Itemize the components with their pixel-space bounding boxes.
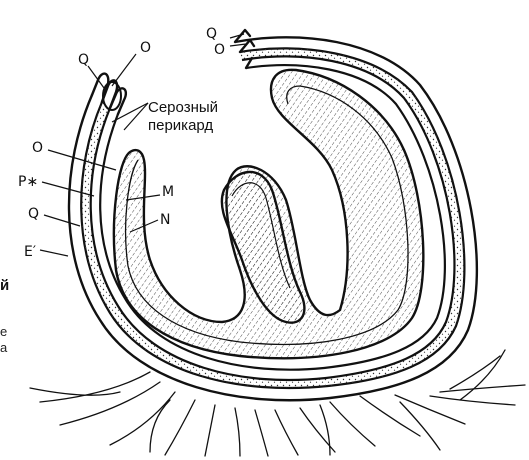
label-o-top-left: O: [140, 40, 151, 56]
cut-off-text-line2: а: [0, 340, 8, 355]
label-o-left: O: [32, 140, 43, 156]
label-serous-pericardium-line1: Серозный: [148, 99, 218, 116]
fibrous-base-strands: [30, 350, 525, 456]
label-q-top-left: Q: [78, 52, 89, 68]
label-o-top-right: O: [214, 42, 225, 58]
label-m: M: [162, 184, 174, 200]
cut-off-bold-fragment: й: [0, 277, 9, 294]
label-q-top-right: Q: [206, 26, 217, 42]
label-q-left: Q: [28, 206, 39, 222]
label-n: N: [160, 212, 170, 228]
cut-off-text-line1: е: [0, 324, 7, 339]
label-e-prime: E′: [24, 244, 36, 260]
label-serous-pericardium-line2: перикард: [148, 117, 213, 134]
label-p-star: P∗: [18, 174, 38, 190]
